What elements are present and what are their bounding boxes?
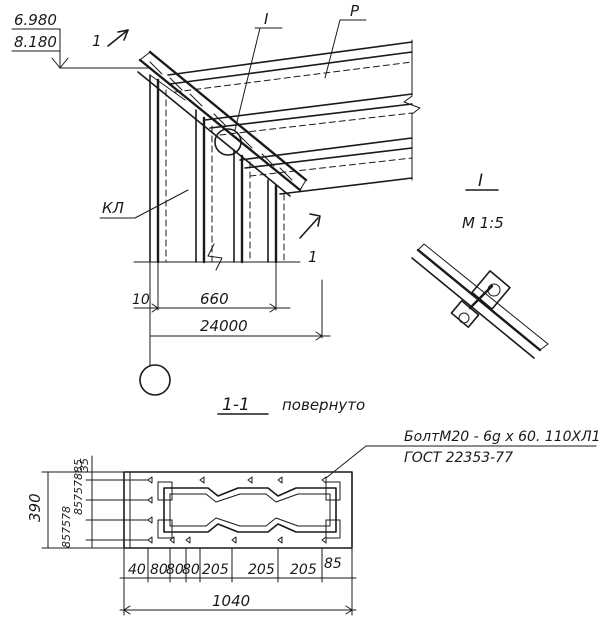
- detail-view: I М 1:5: [411, 171, 549, 359]
- node-callout-label: I: [264, 10, 269, 28]
- rafter-edge-lower: [137, 71, 291, 197]
- section-mark-lower-arrow-icon: [309, 213, 321, 227]
- bolt-note: БолтМ20 - 6g х 60. 110ХЛ1: [404, 429, 600, 445]
- level-bottom-text: 8.180: [14, 33, 57, 51]
- purlins: [167, 39, 421, 195]
- section-mark-lower: 1: [308, 248, 318, 266]
- node-callout-circle: [214, 128, 242, 156]
- detail-angle-edge-c: [423, 243, 549, 345]
- bolt-standard: ГОСТ 22353-77: [404, 450, 513, 466]
- purlin-leader: [324, 19, 341, 79]
- dim-length-text: 1040: [212, 592, 250, 610]
- rafter-edge-top: [138, 58, 302, 192]
- section-mark-upper: 1: [92, 32, 102, 50]
- dim-height-text: 390: [26, 493, 44, 522]
- detail-scale: М 1:5: [462, 214, 504, 232]
- dim-h-7: 85: [324, 556, 342, 572]
- column-label: КЛ: [102, 199, 124, 217]
- dim-middle-text: 660: [200, 290, 229, 308]
- dim-left-text: 10: [132, 292, 150, 308]
- detail-bolt-icon: [450, 270, 511, 328]
- dim-h-3: 80: [182, 562, 200, 578]
- column: [133, 74, 301, 271]
- dim-h-4: 205: [202, 562, 229, 578]
- section-mark-upper-arrow-icon: [117, 29, 129, 41]
- section-subtitle: повернуто: [282, 396, 365, 414]
- dim-h-1: 80: [150, 562, 168, 578]
- section-plate: [123, 471, 353, 549]
- section-mark-lower-line: [299, 217, 319, 239]
- detail-title: I: [478, 171, 483, 191]
- section-box-profile: [163, 487, 337, 533]
- dim-span-text: 24000: [200, 317, 248, 335]
- dim-vertical-chain-low-text: 857578: [60, 506, 73, 548]
- rafter-cap-top: [139, 51, 151, 61]
- dim-horizontal-ticks: [147, 547, 323, 583]
- dim-h-5: 205: [248, 562, 275, 578]
- column-leader: [134, 189, 189, 219]
- rafter-cap-bottom: [299, 179, 307, 191]
- grid-axis-bubble: [139, 364, 171, 396]
- section-bolts: [147, 476, 327, 544]
- section-title: 1-1: [222, 395, 250, 415]
- dim-h-6: 205: [290, 562, 317, 578]
- rafter-edge-upper: [148, 50, 308, 182]
- dim-h-2: 80: [166, 562, 184, 578]
- section-mark-upper-line: [107, 29, 129, 47]
- purlin-label: P: [350, 2, 360, 20]
- node-callout-leader: [234, 27, 261, 131]
- level-top-text: 6.980: [14, 11, 57, 29]
- dim-top-edge-text: 35: [78, 458, 91, 472]
- bolt-note-leader: [325, 445, 367, 479]
- dim-h-0: 40: [128, 562, 146, 578]
- dim-vertical-chain-text: 85757885: [72, 459, 85, 515]
- detail-angle-edge-b: [411, 257, 535, 359]
- section-view: 1-1 повернуто БолтМ20 - 6g х 60. 110ХЛ1 …: [26, 395, 600, 616]
- elevation-view: 6.980 8.180 1 I: [11, 2, 421, 396]
